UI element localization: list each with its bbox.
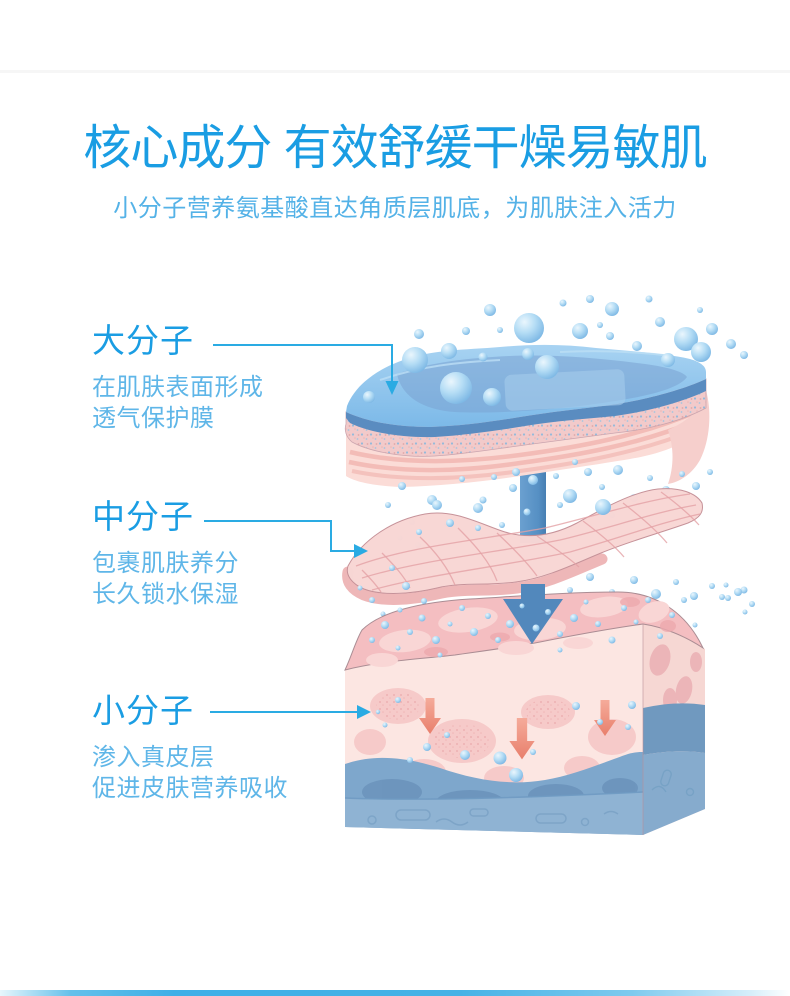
annotation-desc-line: 包裹肌肤养分 xyxy=(92,550,239,577)
annotation-label: 中分子 xyxy=(92,498,194,535)
annotation-large-molecule: 大分子 在肌肤表面形成 透气保护膜 xyxy=(92,320,392,434)
annotation-desc-line: 渗入真皮层 xyxy=(92,744,215,771)
page-subtitle: 小分子营养氨基酸直达角质层肌底，为肌肤注入活力 xyxy=(113,195,677,222)
penetration-arrow-shaft xyxy=(520,448,546,543)
water-droplets-top xyxy=(363,295,748,406)
droplets-above-block xyxy=(357,565,748,617)
bottom-accent-bar xyxy=(0,990,790,996)
nutrient-absorption-arrows xyxy=(419,698,616,760)
section-divider xyxy=(0,70,790,73)
annotation-label: 小分子 xyxy=(92,692,194,729)
protective-film-layer xyxy=(344,344,710,487)
page-title: 核心成分 有效舒缓干燥易敏肌 xyxy=(83,122,707,175)
penetration-arrowhead xyxy=(503,584,563,644)
annotation-small-molecule: 小分子 渗入真皮层 促进皮肤营养吸收 xyxy=(92,690,392,804)
annotation-desc-line: 透气保护膜 xyxy=(92,405,215,432)
annotation-desc-line: 促进皮肤营养吸收 xyxy=(92,775,288,802)
falling-droplets xyxy=(385,459,713,548)
dermis-block xyxy=(344,591,705,835)
mid-molecule-mesh-layer xyxy=(342,488,703,605)
section-header: 核心成分 有效舒缓干燥易敏肌 小分子营养氨基酸直达角质层肌底，为肌肤注入活力 xyxy=(0,120,790,224)
droplets-in-dermis xyxy=(375,697,636,782)
annotation-desc-line: 在肌肤表面形成 xyxy=(92,374,264,401)
annotation-desc-line: 长久锁水保湿 xyxy=(92,581,239,608)
droplets-on-mesh xyxy=(416,484,611,535)
droplets-on-block-top xyxy=(369,582,755,658)
annotation-label: 大分子 xyxy=(92,322,194,359)
annotation-medium-molecule: 中分子 包裹肌肤养分 长久锁水保湿 xyxy=(92,496,392,610)
